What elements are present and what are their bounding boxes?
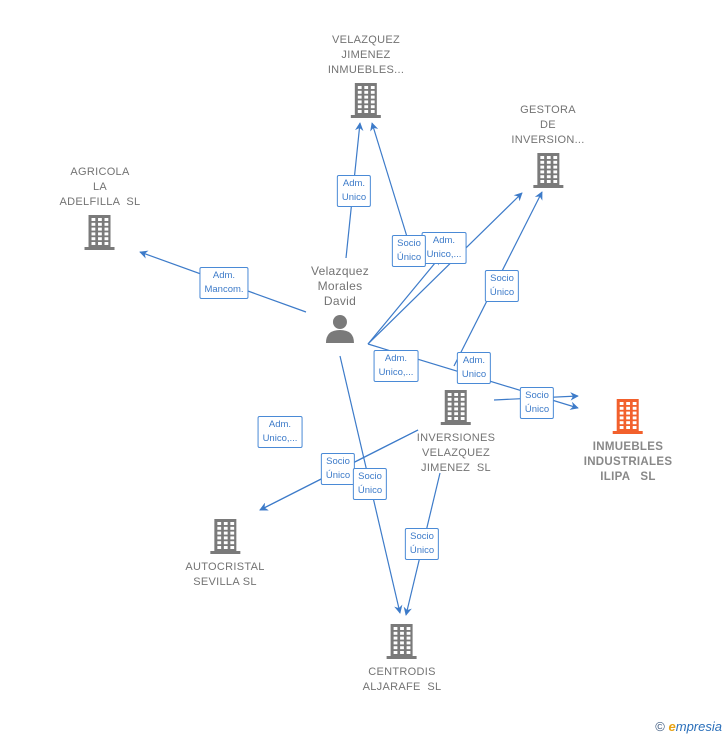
edge-label-10[interactable]: Socio Único — [320, 453, 356, 485]
edge-line-8 — [367, 192, 523, 345]
building-icon — [351, 83, 381, 118]
node-label: Velazquez Morales David — [310, 264, 370, 308]
node-agricola-la-adelfilla[interactable]: AGRICOLA LA ADELFILLA SL — [60, 165, 141, 250]
target-building-icon — [612, 399, 643, 434]
edge-label-7[interactable]: Socio Único — [519, 387, 555, 419]
brand-name: mpresia — [675, 719, 722, 734]
node-gestora-de-inversion[interactable]: GESTORA DE INVERSION... — [511, 103, 584, 188]
node-label: AGRICOLA LA ADELFILLA SL — [59, 166, 141, 208]
edge-label-0[interactable]: Adm. Unico — [336, 175, 372, 207]
node-inversiones-velazquez-jimenez[interactable]: INVERSIONES VELAZQUEZ JIMENEZ SL — [417, 389, 496, 476]
node-label: INMUEBLES INDUSTRIALES ILIPA SL — [583, 441, 673, 483]
building-icon — [209, 519, 240, 554]
edge-line-5 — [370, 122, 409, 241]
brand-logo-e: e — [668, 719, 676, 734]
edge-label-6[interactable]: Socio Único — [484, 270, 520, 302]
node-label: GESTORA DE INVERSION... — [511, 104, 585, 146]
edge-label-11[interactable]: Socio Único — [352, 468, 388, 500]
node-velazquez-jimenez-inmuebles[interactable]: VELAZQUEZ JIMENEZ INMUEBLES... — [328, 33, 404, 118]
edge-label-3[interactable]: Adm. Unico,... — [257, 416, 303, 448]
node-label: CENTRODIS ALJARAFE SL — [362, 666, 442, 693]
node-centrodis-aljarafe[interactable]: CENTRODIS ALJARAFE SL — [363, 623, 442, 695]
edge-label-9[interactable]: Socio Único — [404, 528, 440, 560]
building-icon — [533, 153, 563, 188]
node-velazquez-morales-david[interactable]: Velazquez Morales David — [311, 264, 369, 343]
node-label: VELAZQUEZ JIMENEZ INMUEBLES... — [327, 34, 405, 76]
building-icon — [84, 215, 115, 250]
edge-line-2 — [367, 256, 441, 345]
building-icon — [441, 390, 471, 425]
building-icon — [386, 624, 417, 659]
edge-label-5[interactable]: Socio Único — [391, 235, 427, 267]
node-autocristal-sevilla[interactable]: AUTOCRISTAL SEVILLA SL — [185, 518, 264, 590]
node-inmuebles-industriales-ilipa[interactable]: INMUEBLES INDUSTRIALES ILIPA SL — [584, 398, 673, 485]
node-label: AUTOCRISTAL SEVILLA SL — [185, 561, 265, 588]
edge-label-2[interactable]: Adm. Unico,... — [421, 232, 467, 264]
footer-brand[interactable]: © empresia — [655, 719, 722, 734]
edge-label-4[interactable]: Adm. Unico — [456, 352, 492, 384]
node-label: INVERSIONES VELAZQUEZ JIMENEZ SL — [416, 432, 496, 474]
edge-label-1[interactable]: Adm. Mancom. — [199, 267, 249, 299]
copyright-symbol: © — [655, 719, 665, 734]
edge-label-8[interactable]: Adm. Unico,... — [373, 350, 419, 382]
person-icon — [325, 315, 354, 343]
